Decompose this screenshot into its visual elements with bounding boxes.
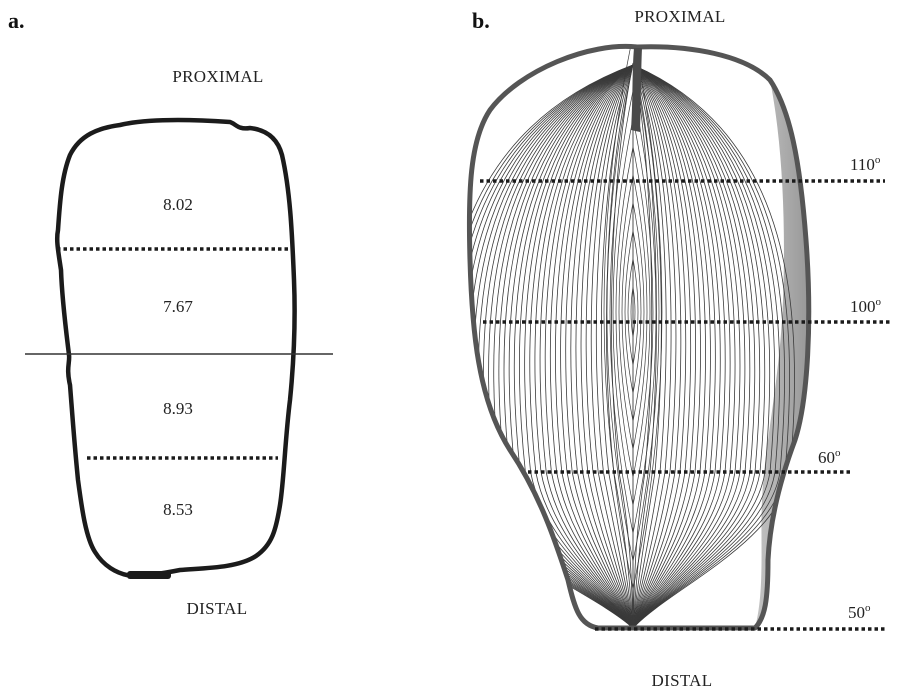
fiber-line: [550, 65, 633, 628]
fiber-line: [499, 65, 633, 628]
panel-a-distal-label: DISTAL: [187, 599, 248, 618]
panel-b-angle-label-100: 100o: [850, 296, 882, 316]
panel-b-angle-label-110: 110o: [850, 154, 881, 174]
fiber-line: [509, 65, 633, 628]
panel-b-shaded-edge: [755, 80, 809, 628]
panel-b-angle-label-50: 50o: [848, 602, 871, 622]
panel-b-letter: b.: [472, 8, 490, 33]
panel-b-angle-label-60: 60o: [818, 447, 841, 467]
panel-b-proximal-label: PROXIMAL: [634, 7, 725, 26]
panel-a-value-3: 8.93: [163, 399, 193, 418]
panel-b-muscle-fibers: [442, 35, 794, 628]
panel-a-proximal-label: PROXIMAL: [172, 67, 263, 86]
panel-b-muscle-outline: [469, 46, 808, 628]
fiber-line: [633, 65, 725, 628]
panel-a-value-1: 8.02: [163, 195, 193, 214]
panel-b-central-tendon: [631, 48, 642, 132]
fiber-line: [633, 65, 775, 628]
panel-a-tendon-mark: [127, 571, 171, 579]
panel-b: b. PROXIMAL 110o 100o 60o 50o DISTAL: [442, 7, 890, 690]
panel-a-value-4: 8.53: [163, 500, 193, 519]
panel-a-letter: a.: [8, 8, 25, 33]
fiber-line: [633, 65, 686, 628]
panel-a: a. PROXIMAL 8.02 7.67 8.93 8.53 DISTAL: [8, 8, 333, 618]
panel-b-distal-label: DISTAL: [652, 671, 713, 690]
fiber-line: [633, 65, 661, 628]
panel-a-value-2: 7.67: [163, 297, 193, 316]
